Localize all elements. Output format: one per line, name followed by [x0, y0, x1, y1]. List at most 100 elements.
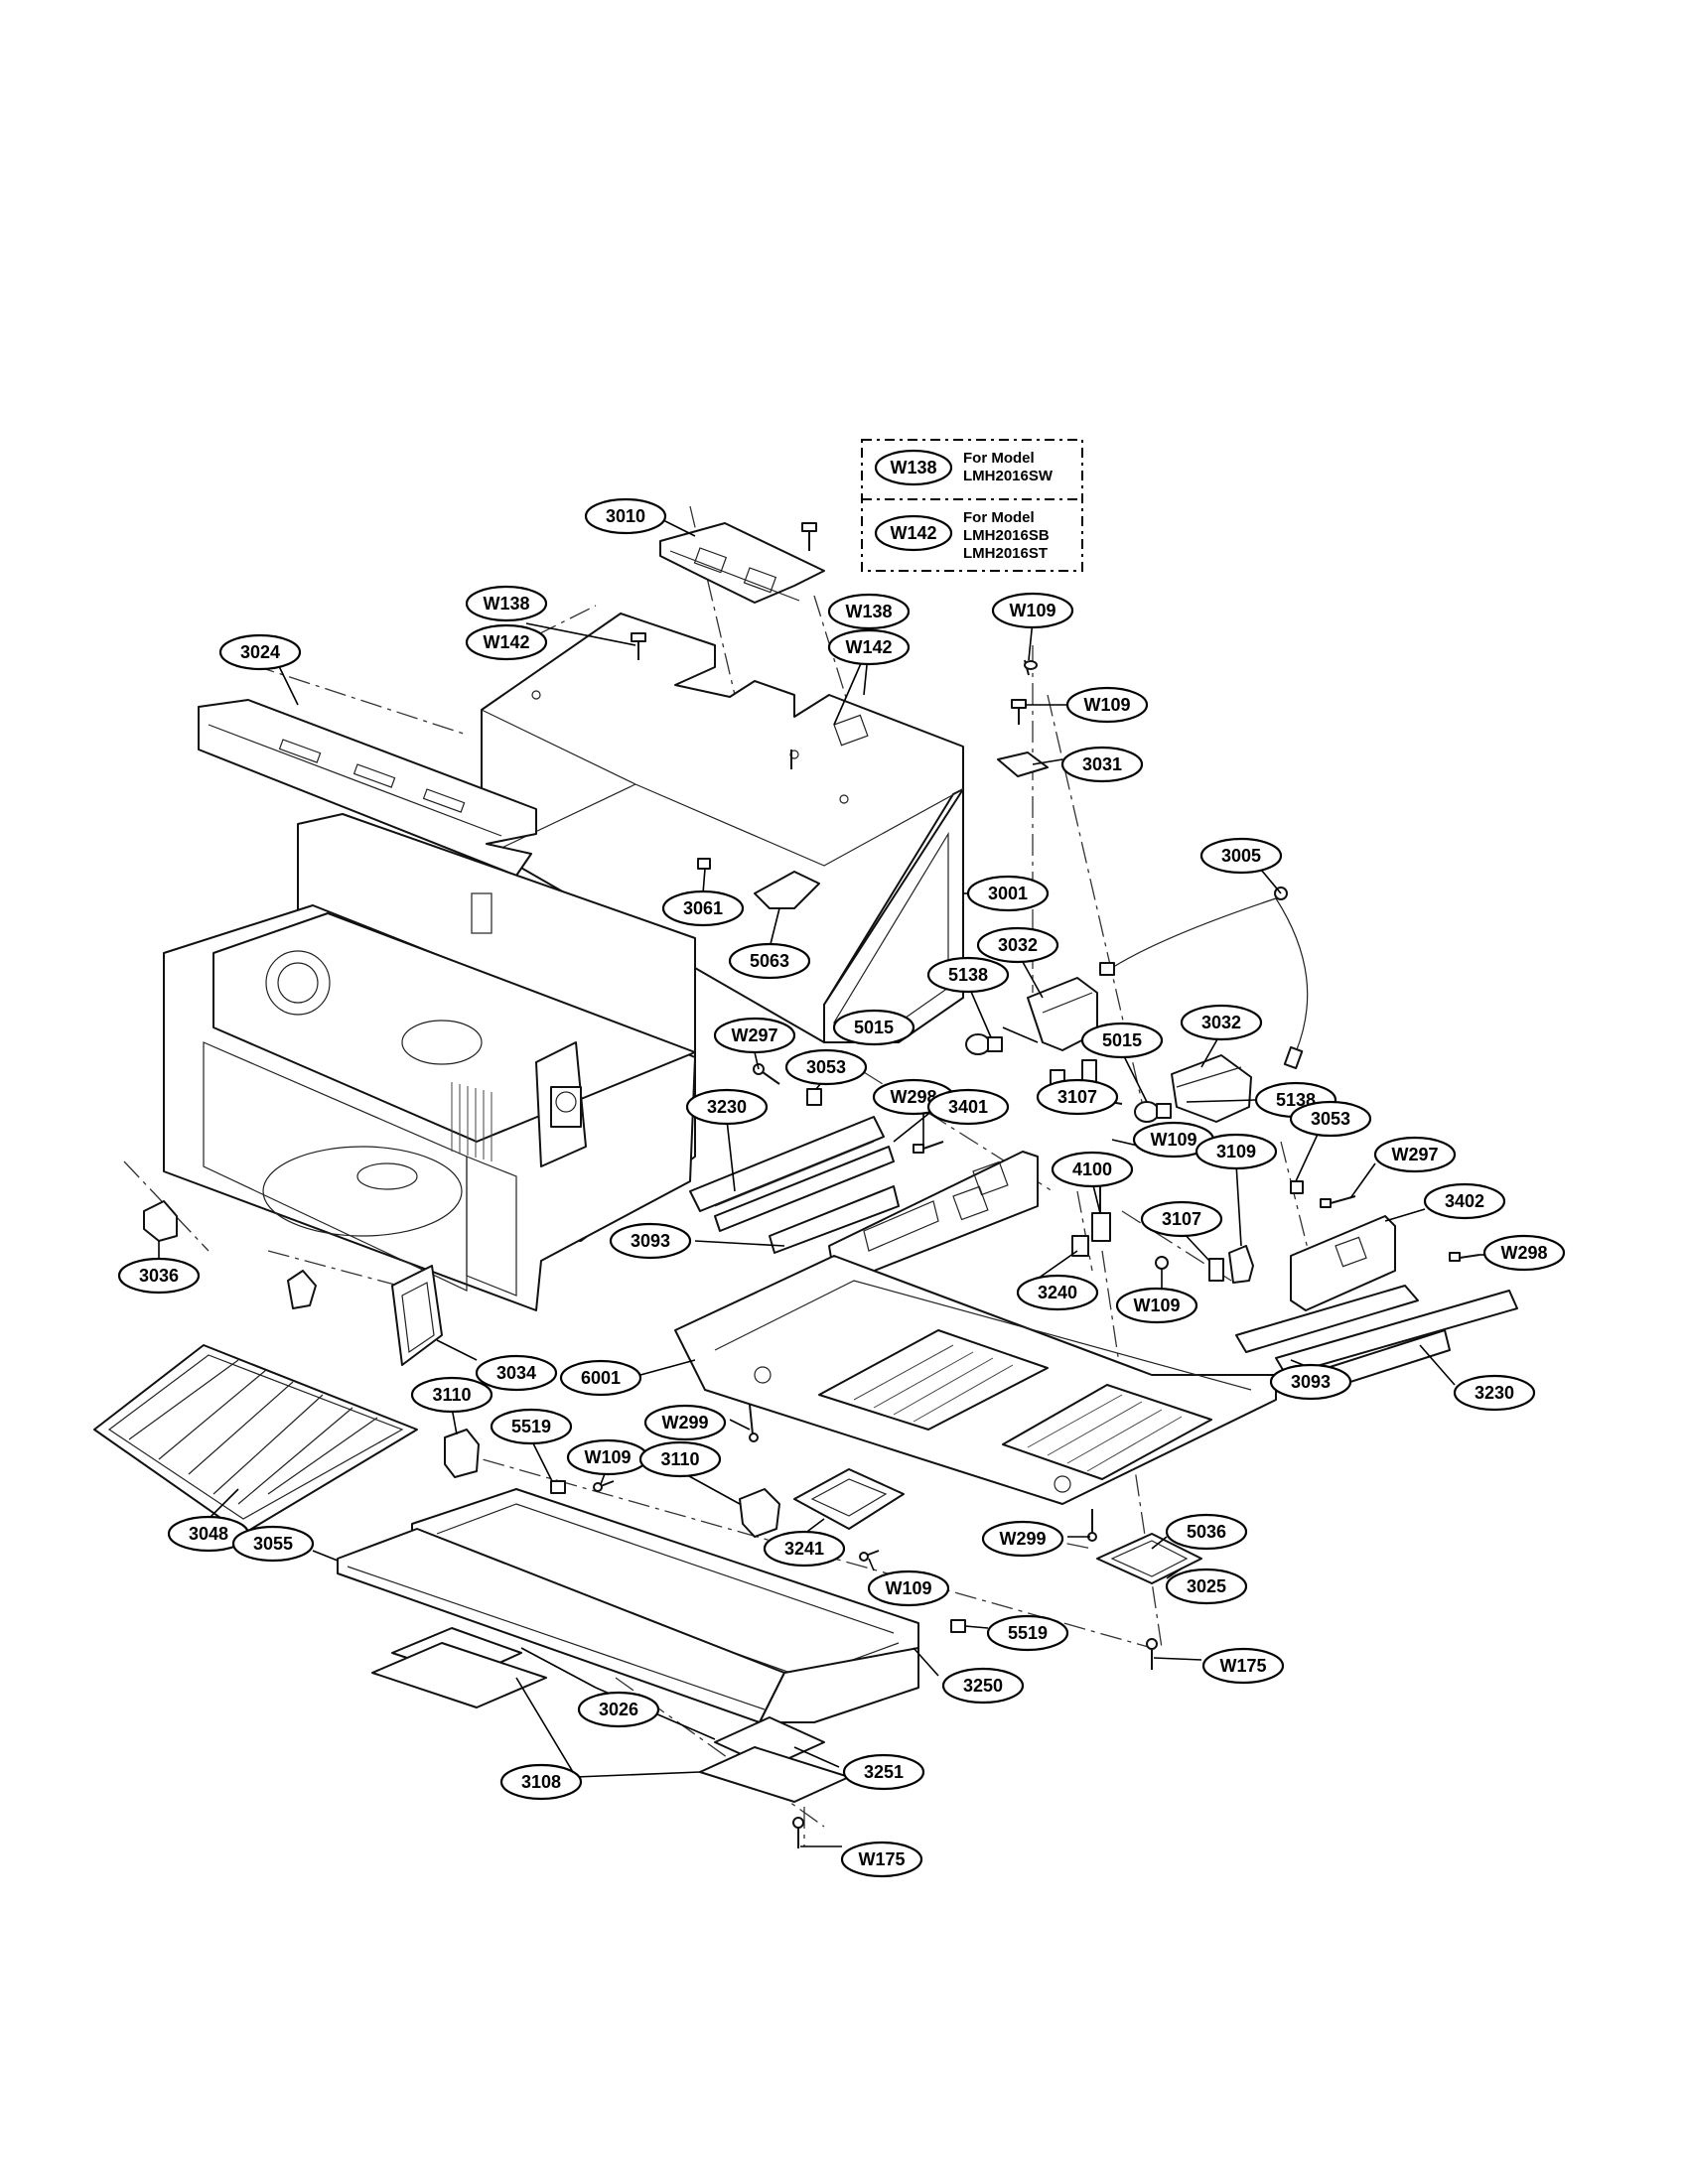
callout-6001: 6001	[559, 1359, 642, 1397]
part-3230-vent-rail-left	[689, 1116, 900, 1254]
callout-oval	[1140, 1200, 1223, 1238]
callout-text: 3110	[660, 1449, 699, 1469]
part-3061	[697, 858, 711, 870]
callout-text: 3230	[1475, 1383, 1514, 1403]
callout-oval	[827, 628, 911, 666]
callout-oval	[1036, 1078, 1119, 1116]
screw-w109-f	[859, 1550, 880, 1562]
callout-3240: 3240	[1016, 1274, 1099, 1311]
screw-w299-a	[749, 1404, 759, 1442]
callout-W297a: W297	[713, 1017, 796, 1054]
callout-3053a: 3053	[784, 1048, 868, 1086]
callout-oval	[1373, 1136, 1457, 1173]
callout-5063: 5063	[728, 942, 811, 980]
callout-3005: 3005	[1199, 837, 1283, 875]
callout-3025: 3025	[1165, 1568, 1248, 1605]
callout-3230a: 3230	[685, 1088, 769, 1126]
callout-oval	[1065, 686, 1149, 724]
callout-text: 3024	[240, 642, 280, 662]
callout-text: 3010	[606, 506, 645, 526]
callout-oval	[966, 875, 1050, 912]
legend-line-2b: LMH2016SB	[963, 527, 1050, 544]
callout-text: 3230	[707, 1097, 747, 1117]
callout-oval	[981, 1520, 1064, 1558]
callout-oval	[577, 1691, 660, 1728]
callout-4100: 4100	[1051, 1151, 1134, 1188]
callout-text: 3048	[189, 1524, 228, 1544]
part-5519-a	[550, 1480, 566, 1494]
callout-oval	[490, 1408, 573, 1445]
part-3108-cover-b	[699, 1746, 850, 1803]
screw-w298-b	[1449, 1252, 1480, 1262]
callout-oval	[499, 1763, 583, 1801]
callout-oval	[1165, 1568, 1248, 1605]
callout-3048: 3048	[167, 1515, 250, 1553]
callout-text: 5063	[750, 951, 789, 971]
callout-3032b: 3032	[1180, 1004, 1263, 1041]
callout-oval	[728, 942, 811, 980]
legend-line-2a: For Model	[963, 509, 1035, 526]
callout-3251: 3251	[842, 1753, 925, 1791]
callout-3401: 3401	[926, 1088, 1010, 1126]
part-3109-switch-holder	[1228, 1245, 1254, 1284]
callout-text: 3240	[1038, 1283, 1077, 1302]
callout-oval	[840, 1841, 923, 1878]
part-6001-base-plate	[674, 1255, 1277, 1505]
screw-w142-case	[631, 632, 646, 660]
callout-text: 3031	[1082, 754, 1122, 774]
callout-text: 3401	[948, 1097, 988, 1117]
callout-oval	[1482, 1234, 1566, 1272]
callout-3250: 3250	[941, 1667, 1025, 1705]
part-3241-filter	[793, 1468, 905, 1530]
callout-text: 6001	[581, 1368, 621, 1388]
callout-5036: 5036	[1165, 1513, 1248, 1551]
callout-W297b: W297	[1373, 1136, 1457, 1173]
callout-oval	[1195, 1133, 1278, 1170]
callout-oval	[842, 1753, 925, 1791]
callout-text: W109	[1009, 601, 1055, 620]
callout-text: W297	[731, 1025, 777, 1045]
callout-oval	[685, 1088, 769, 1126]
callout-oval	[1453, 1374, 1536, 1412]
callout-3061: 3061	[661, 889, 745, 927]
callout-text: 4100	[1072, 1160, 1112, 1179]
callout-oval	[941, 1667, 1025, 1705]
callout-3055: 3055	[231, 1525, 315, 1563]
callout-W175b: W175	[840, 1841, 923, 1878]
callout-3107b: 3107	[1140, 1200, 1223, 1238]
callout-3108: 3108	[499, 1763, 583, 1801]
callout-text: 3093	[631, 1231, 670, 1251]
callout-oval	[784, 1048, 868, 1086]
part-3034-panel	[391, 1265, 443, 1366]
callout-3110b: 3110	[638, 1440, 722, 1478]
callout-text: 3005	[1221, 846, 1261, 866]
callout-text: 3251	[864, 1762, 904, 1782]
callout-5519a: 5519	[490, 1408, 573, 1445]
callout-W142a: W142	[465, 623, 548, 661]
callout-text: W109	[1083, 695, 1130, 715]
callout-text: 3061	[683, 898, 723, 918]
callout-oval	[713, 1017, 796, 1054]
callout-oval	[827, 593, 911, 630]
part-3036-latch	[143, 1200, 178, 1242]
screw-w175-a	[1146, 1638, 1158, 1670]
part-5015-lamp-b	[1134, 1101, 1172, 1123]
part-5015-lamp-a	[965, 1033, 1003, 1055]
part-oven-cavity	[163, 813, 696, 1311]
callout-oval	[231, 1525, 315, 1563]
part-5036-filter	[1096, 1533, 1202, 1584]
callout-text: W299	[999, 1529, 1046, 1549]
part-3053-clip-b	[1290, 1180, 1304, 1194]
callout-oval	[867, 1570, 950, 1607]
part-4100-sensor	[1091, 1186, 1111, 1242]
callout-text: 5138	[948, 965, 988, 985]
callout-text: 3110	[432, 1385, 471, 1405]
callout-3026: 3026	[577, 1691, 660, 1728]
callout-text: W298	[890, 1087, 936, 1107]
callout-W109f: W109	[867, 1570, 950, 1607]
callout-W109a: W109	[991, 592, 1074, 629]
part-3031-bracket	[997, 659, 1049, 777]
callout-text: W175	[858, 1849, 905, 1869]
screw-w142-top	[801, 522, 817, 551]
callout-text: 3108	[521, 1772, 561, 1792]
